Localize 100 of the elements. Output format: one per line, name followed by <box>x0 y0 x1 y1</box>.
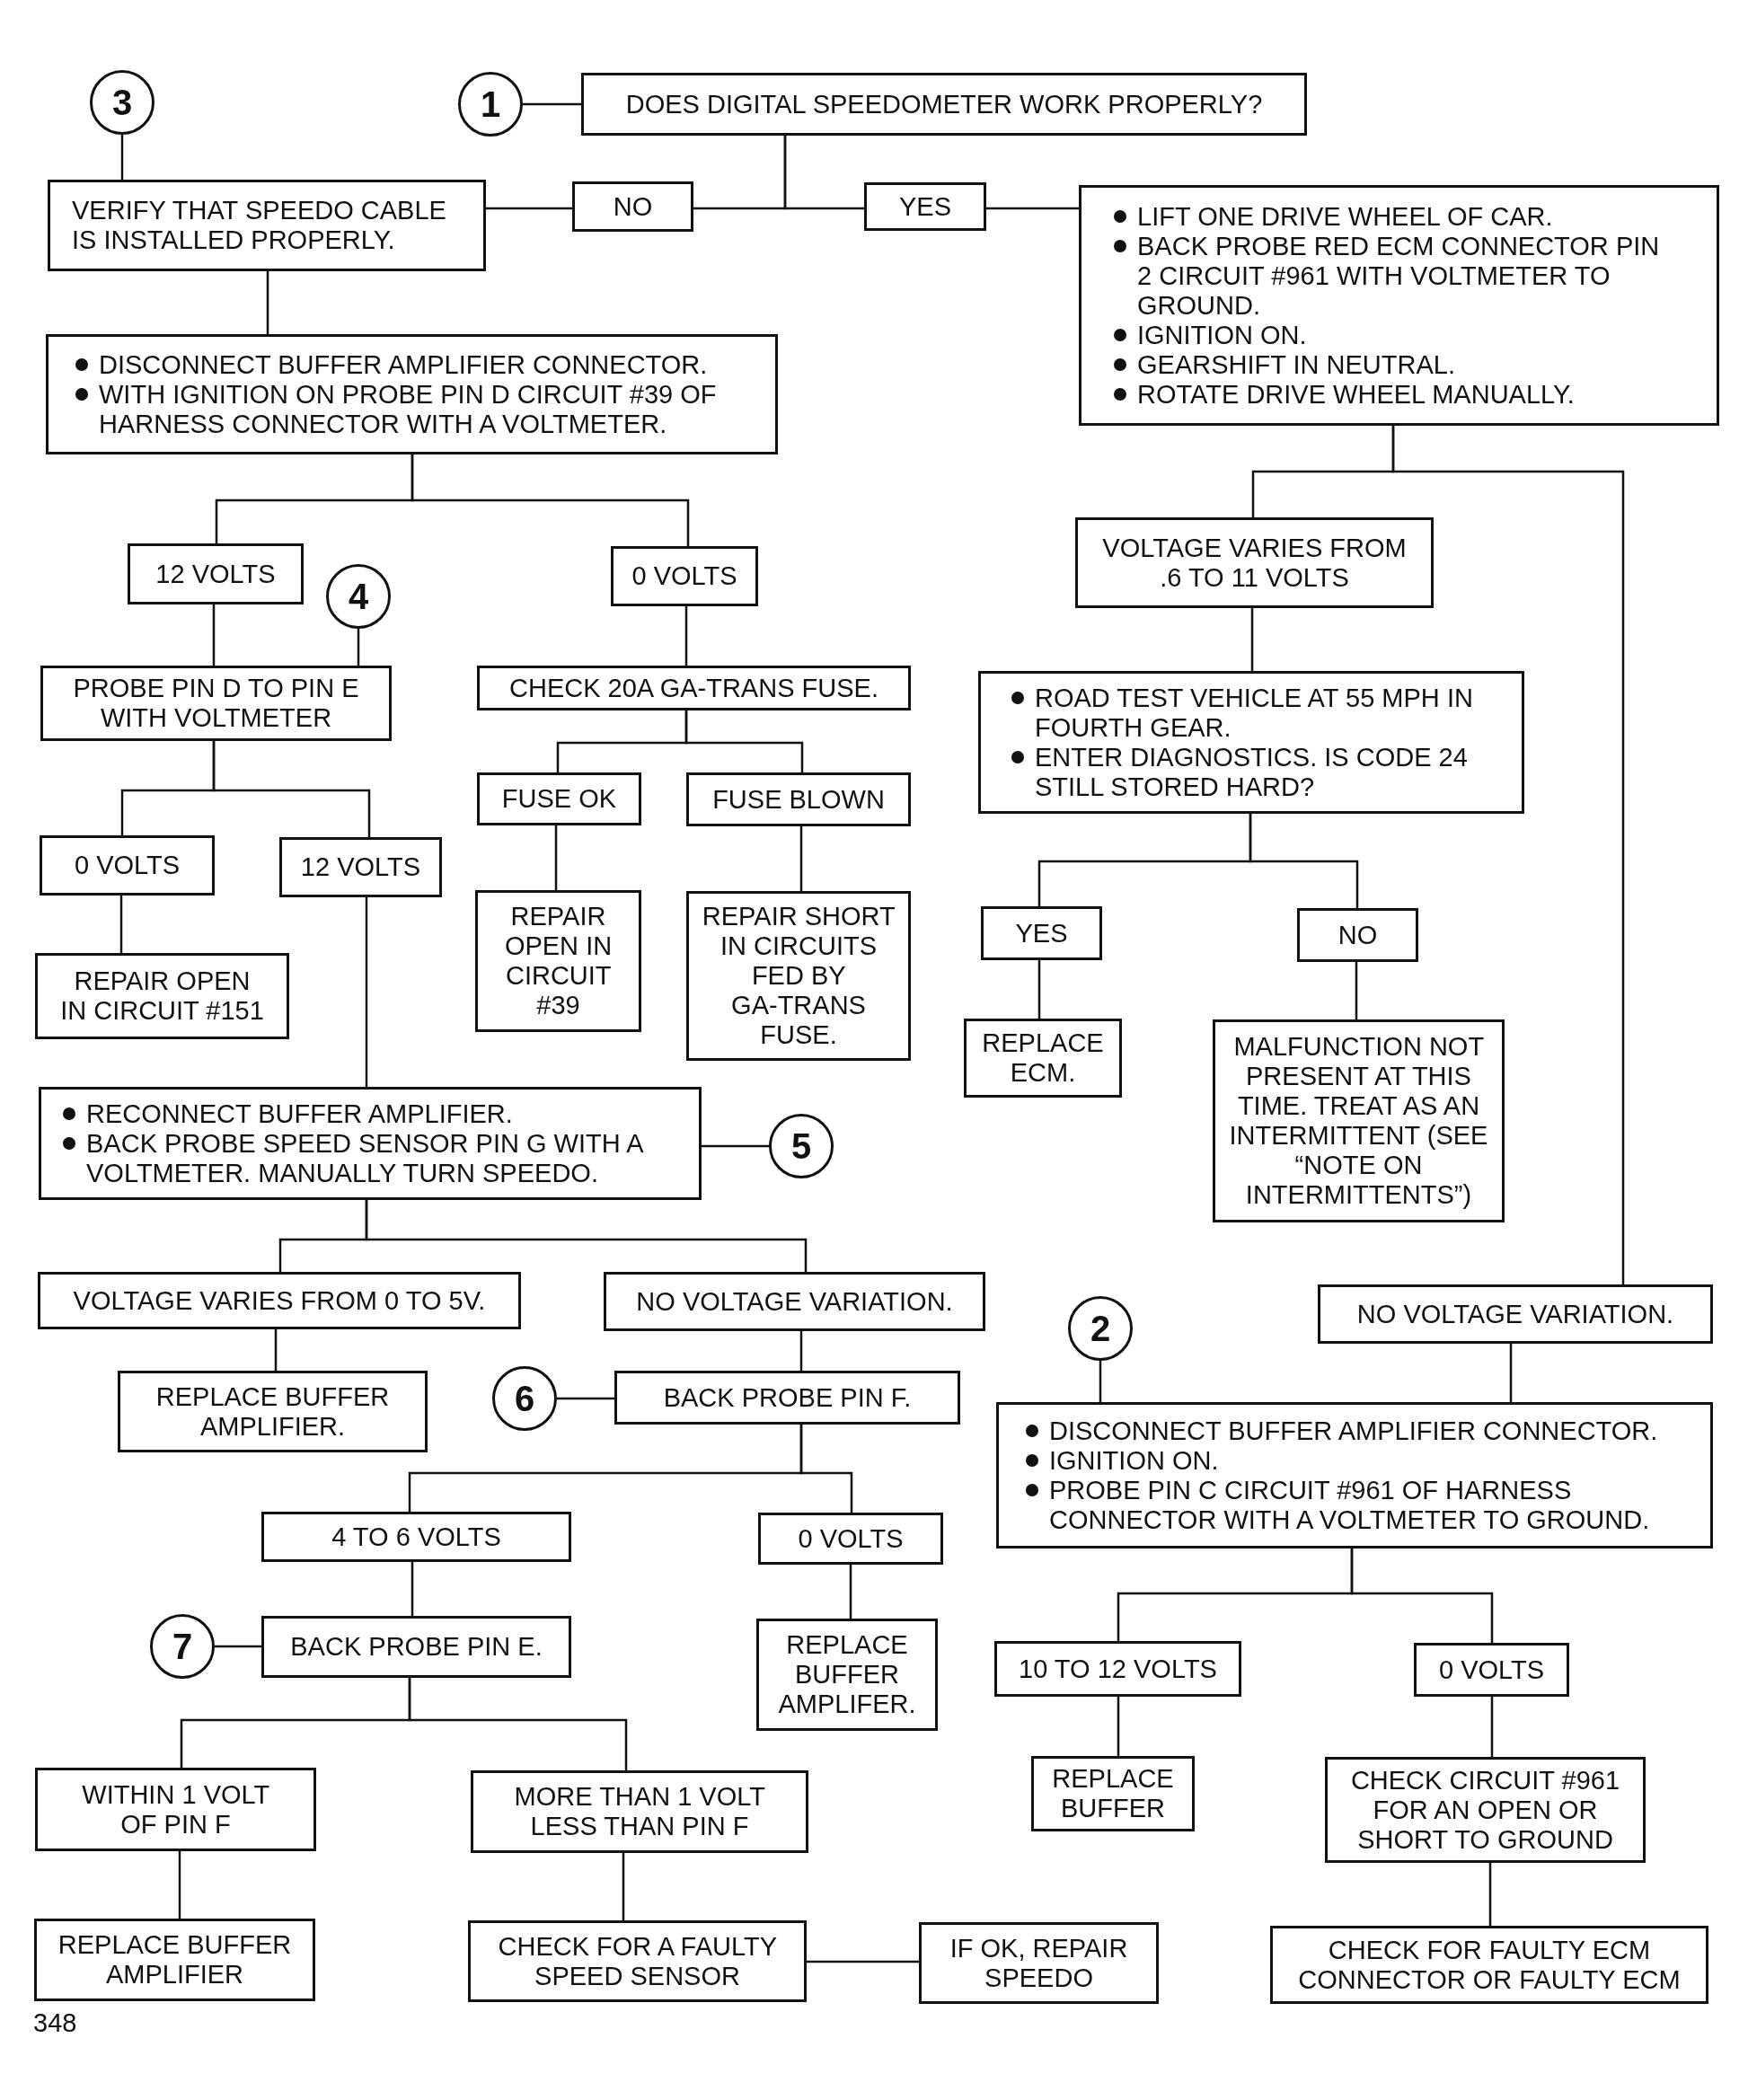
connector-line <box>1509 1344 1513 1402</box>
result-text: VOLTAGE VARIES FROM 0 TO 5V. <box>73 1285 486 1316</box>
result-box <box>38 1272 521 1329</box>
connector-line <box>1099 1361 1102 1402</box>
connector-line <box>523 102 581 106</box>
connector-line <box>1037 960 1041 1019</box>
result-box <box>1297 908 1418 962</box>
callout-number: 2 <box>1090 1309 1111 1348</box>
question-box <box>581 73 1307 136</box>
step-text: BACK PROBE PIN F. <box>663 1382 912 1413</box>
result-text: FUSE OK <box>501 784 617 814</box>
result-box <box>1075 517 1434 608</box>
connector-line <box>486 207 572 210</box>
step-text: BACK PROBE PIN E. <box>290 1632 543 1662</box>
callout-number: 6 <box>514 1379 535 1418</box>
connector-line <box>986 207 1079 210</box>
result-text: 0 VOLTS <box>631 561 737 591</box>
step-text: PROBE PIN C CIRCUIT #961 OF HARNESS CONNECTOR WITH A VOLTMETER TO GROUND. <box>1049 1475 1651 1535</box>
connector-line <box>178 1851 181 1919</box>
step-box <box>756 1619 938 1731</box>
connector-line <box>622 1853 625 1920</box>
step-box <box>964 1019 1122 1098</box>
result-text: FUSE BLOWN <box>712 784 885 815</box>
connector-line <box>212 741 371 837</box>
result-text: 4 TO 6 VOLTS <box>331 1522 501 1552</box>
question-text: DOES DIGITAL SPEEDOMETER WORK PROPERLY? <box>625 89 1263 119</box>
step-box <box>118 1371 428 1452</box>
connector-line <box>1250 608 1254 671</box>
step-text: REPLACE ECM. <box>981 1028 1105 1088</box>
connector-line <box>119 896 123 953</box>
callout-number: 7 <box>172 1627 193 1666</box>
step-text: PROBE PIN D TO PIN E WITH VOLTMETER <box>72 674 360 733</box>
step-box <box>477 666 911 710</box>
result-text: NO <box>613 191 653 222</box>
callout-number: 5 <box>790 1126 812 1166</box>
result-box <box>279 837 442 897</box>
connector-line <box>274 1329 278 1371</box>
result-box <box>1414 1643 1569 1697</box>
step-text: CHECK FOR A FAULTY SPEED SENSOR <box>497 1931 778 1991</box>
step-text: LIFT ONE DRIVE WHEEL OF CAR. <box>1137 201 1553 232</box>
connector-line <box>702 1144 769 1148</box>
connector-line <box>1488 1863 1492 1926</box>
step-text: REPLACE BUFFER AMPLIFIER <box>57 1930 293 1990</box>
result-text: 12 VOLTS <box>300 852 421 882</box>
step-text: REPAIR OPEN IN CIRCUIT #151 <box>59 966 265 1026</box>
step-box <box>40 666 392 741</box>
connector-line <box>807 1960 919 1963</box>
step-box <box>261 1616 571 1678</box>
connector-line <box>1490 1697 1494 1757</box>
step-box <box>1270 1926 1708 2004</box>
step-box <box>39 1087 702 1200</box>
callout-number: 4 <box>348 577 369 616</box>
result-box <box>758 1513 943 1565</box>
connector-line <box>799 1425 853 1513</box>
step-text: ENTER DIAGNOSTICS. IS CODE 24 STILL STORED HARD? <box>1035 742 1469 802</box>
step-box <box>46 334 778 454</box>
result-box <box>981 906 1102 960</box>
step-text: REPLACE BUFFER <box>1051 1764 1175 1823</box>
result-text: 12 VOLTS <box>155 559 276 589</box>
connector-line <box>1350 1549 1494 1643</box>
connector-line <box>849 1565 852 1619</box>
result-box <box>994 1641 1241 1697</box>
result-text: 0 VOLTS <box>1438 1654 1545 1685</box>
step-text: REPAIR OPEN IN CIRCUIT #39 <box>503 902 614 1020</box>
connector-line <box>365 1200 808 1272</box>
step-text: VERIFY THAT SPEEDO CABLE IS INSTALLED PROPERLY. <box>72 196 447 255</box>
connector-line <box>554 825 558 890</box>
callout-number: 1 <box>480 84 501 124</box>
step-text: IGNITION ON. <box>1137 320 1307 350</box>
step-box <box>48 180 486 271</box>
result-text: VOLTAGE VARIES FROM .6 TO 11 VOLTS <box>1101 533 1408 593</box>
step-box <box>919 1922 1159 2004</box>
connector-line <box>1355 962 1358 1019</box>
step-text: IF OK, REPAIR SPEEDO <box>949 1933 1129 1993</box>
result-box <box>686 772 911 826</box>
callout-number: 3 <box>111 83 133 122</box>
connector-line <box>684 710 804 772</box>
step-text: DISCONNECT BUFFER AMPLIFIER CONNECTOR. <box>99 349 708 380</box>
result-text: 10 TO 12 VOLTS <box>1019 1654 1217 1684</box>
result-text: YES <box>899 191 951 222</box>
step-text: BACK PROBE RED ECM CONNECTOR PIN 2 CIRCUIT #961 WITH VOLTMETER TO GROUND. <box>1137 231 1661 321</box>
step-text: ROAD TEST VEHICLE AT 55 MPH IN FOURTH GEAR. <box>1035 683 1474 743</box>
step-box <box>1325 1757 1646 1863</box>
connector-line <box>1117 1697 1120 1756</box>
connector-line <box>408 1678 628 1770</box>
result-box <box>1318 1284 1713 1344</box>
result-box <box>128 543 304 604</box>
result-text: 0 VOLTS <box>798 1523 904 1554</box>
step-box <box>1031 1756 1195 1831</box>
step-text: WITH IGNITION ON PROBE PIN D CIRCUIT #39 OF HARNESS CONNECTOR WITH A VOLTMETER. <box>99 379 718 439</box>
step-text: ROTATE DRIVE WHEEL MANUALLY. <box>1137 379 1575 410</box>
step-box <box>34 1919 315 2001</box>
step-text: DISCONNECT BUFFER AMPLIFIER CONNECTOR. <box>1049 1416 1658 1446</box>
connector-line <box>799 1331 803 1371</box>
step-text: REPLACE BUFFER AMPLIFER. <box>777 1630 917 1719</box>
connector-line <box>557 1397 614 1400</box>
connector-line <box>215 1645 261 1648</box>
connector-line <box>120 135 124 180</box>
result-text: NO VOLTAGE VARIATION. <box>1356 1299 1674 1329</box>
connector-line <box>684 606 688 666</box>
